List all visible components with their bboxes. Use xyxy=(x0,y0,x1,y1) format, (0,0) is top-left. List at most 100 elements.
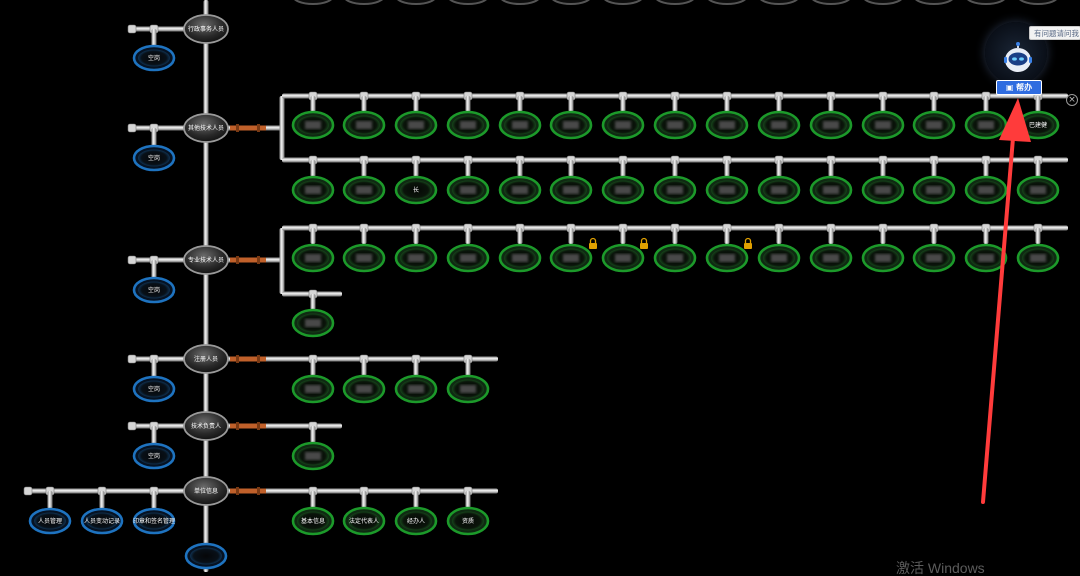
staff-node[interactable] xyxy=(809,110,853,140)
staff-node[interactable] xyxy=(1016,175,1060,205)
staff-node[interactable] xyxy=(446,110,490,140)
staff-node-cutoff[interactable] xyxy=(811,0,851,5)
staff-node[interactable] xyxy=(861,110,905,140)
staff-node[interactable] xyxy=(757,243,801,273)
staff-node[interactable] xyxy=(653,175,697,205)
staff-node[interactable] xyxy=(291,243,335,273)
staff-node[interactable] xyxy=(549,110,593,140)
staff-node-cutoff[interactable] xyxy=(344,0,384,5)
help-button-label: 帮办 xyxy=(1016,83,1033,92)
help-button[interactable]: ▣ 帮办 xyxy=(996,80,1042,95)
staff-node-cutoff[interactable] xyxy=(655,0,695,5)
staff-node-cutoff[interactable] xyxy=(914,0,954,5)
unit-subitem-node[interactable]: 人员变动记录 xyxy=(80,507,124,535)
staff-node[interactable] xyxy=(861,243,905,273)
category-hub[interactable]: 行政事务人员 xyxy=(183,14,229,44)
staff-node[interactable] xyxy=(291,308,335,338)
pipe-segment xyxy=(620,228,626,244)
staff-node[interactable]: 巴建健 xyxy=(1016,110,1060,140)
staff-node[interactable] xyxy=(809,175,853,205)
staff-node[interactable] xyxy=(964,110,1008,140)
staff-node[interactable] xyxy=(342,110,386,140)
staff-node[interactable] xyxy=(912,243,956,273)
staff-node-cutoff[interactable] xyxy=(759,0,799,5)
unit-subitem-node[interactable]: 印章和签名管理 xyxy=(132,507,176,535)
staff-node[interactable] xyxy=(498,175,542,205)
node-label: 空岗 xyxy=(148,452,160,460)
staff-node[interactable]: 经办人 xyxy=(394,506,438,536)
staff-node[interactable] xyxy=(757,175,801,205)
staff-node[interactable] xyxy=(757,110,801,140)
staff-node[interactable] xyxy=(601,175,645,205)
staff-node[interactable]: 基本信息 xyxy=(291,506,335,536)
staff-node[interactable] xyxy=(1016,243,1060,273)
staff-node-cutoff[interactable] xyxy=(448,0,488,5)
staff-node[interactable] xyxy=(291,374,335,404)
staff-node[interactable] xyxy=(964,175,1008,205)
staff-node[interactable] xyxy=(394,110,438,140)
staff-node-cutoff[interactable] xyxy=(500,0,540,5)
staff-node[interactable] xyxy=(394,243,438,273)
staff-node[interactable] xyxy=(549,175,593,205)
staff-node[interactable] xyxy=(705,175,749,205)
help-bubble[interactable]: 有问题请问我 xyxy=(1029,26,1080,40)
staff-node[interactable] xyxy=(601,243,645,273)
staff-node-cutoff[interactable] xyxy=(551,0,591,5)
pipe-segment xyxy=(361,160,367,177)
staff-node[interactable] xyxy=(705,110,749,140)
staff-node-cutoff[interactable] xyxy=(1018,0,1058,5)
close-icon[interactable]: × xyxy=(1066,94,1078,106)
blurred-name xyxy=(305,186,321,194)
staff-node[interactable] xyxy=(498,110,542,140)
blurred-name xyxy=(460,186,476,194)
vacant-node[interactable]: 空岗 xyxy=(132,442,176,470)
staff-node-cutoff[interactable] xyxy=(603,0,643,5)
blurred-name xyxy=(356,254,372,262)
staff-node-cutoff[interactable] xyxy=(396,0,436,5)
category-hub[interactable]: 注册人员 xyxy=(183,344,229,374)
staff-node[interactable] xyxy=(549,243,593,273)
staff-node[interactable] xyxy=(653,110,697,140)
vacant-node[interactable]: 空岗 xyxy=(132,144,176,172)
staff-node[interactable] xyxy=(394,374,438,404)
staff-node[interactable] xyxy=(601,110,645,140)
staff-node[interactable] xyxy=(912,110,956,140)
staff-node[interactable] xyxy=(705,243,749,273)
staff-node[interactable] xyxy=(809,243,853,273)
pipe-segment xyxy=(24,488,206,494)
vacant-node[interactable]: 空岗 xyxy=(132,44,176,72)
staff-node[interactable] xyxy=(291,175,335,205)
staff-node[interactable] xyxy=(291,110,335,140)
staff-node[interactable] xyxy=(861,175,905,205)
staff-node[interactable] xyxy=(653,243,697,273)
hub-ring xyxy=(183,476,229,506)
staff-node-cutoff[interactable] xyxy=(863,0,903,5)
category-hub[interactable]: 专业技术人员 xyxy=(183,245,229,275)
staff-node[interactable] xyxy=(498,243,542,273)
unit-blurred-node[interactable] xyxy=(184,542,228,570)
staff-node[interactable] xyxy=(964,243,1008,273)
staff-node[interactable] xyxy=(912,175,956,205)
staff-node[interactable]: 资质 xyxy=(446,506,490,536)
category-hub[interactable]: 单位信息 xyxy=(183,476,229,506)
unit-subitem-node[interactable]: 人员管理 xyxy=(28,507,72,535)
category-hub[interactable]: 技术负责人 xyxy=(183,411,229,441)
staff-node-cutoff[interactable] xyxy=(707,0,747,5)
staff-node[interactable] xyxy=(446,243,490,273)
staff-node[interactable] xyxy=(446,175,490,205)
staff-node[interactable] xyxy=(446,374,490,404)
pipe-segment xyxy=(672,96,678,112)
staff-node[interactable] xyxy=(342,243,386,273)
staff-node-cutoff[interactable] xyxy=(293,0,333,5)
staff-node[interactable] xyxy=(291,441,335,471)
staff-node[interactable] xyxy=(342,175,386,205)
vacant-node[interactable]: 空岗 xyxy=(132,276,176,304)
staff-node[interactable]: 长 xyxy=(394,175,438,205)
staff-node[interactable]: 法定代表人 xyxy=(342,506,386,536)
robot-assistant-icon[interactable] xyxy=(1000,40,1036,76)
category-hub[interactable]: 其他技术人员 xyxy=(183,113,229,143)
vacant-node[interactable]: 空岗 xyxy=(132,375,176,403)
staff-node[interactable] xyxy=(342,374,386,404)
staff-node-cutoff[interactable] xyxy=(966,0,1006,5)
pipe-segment xyxy=(310,491,316,508)
